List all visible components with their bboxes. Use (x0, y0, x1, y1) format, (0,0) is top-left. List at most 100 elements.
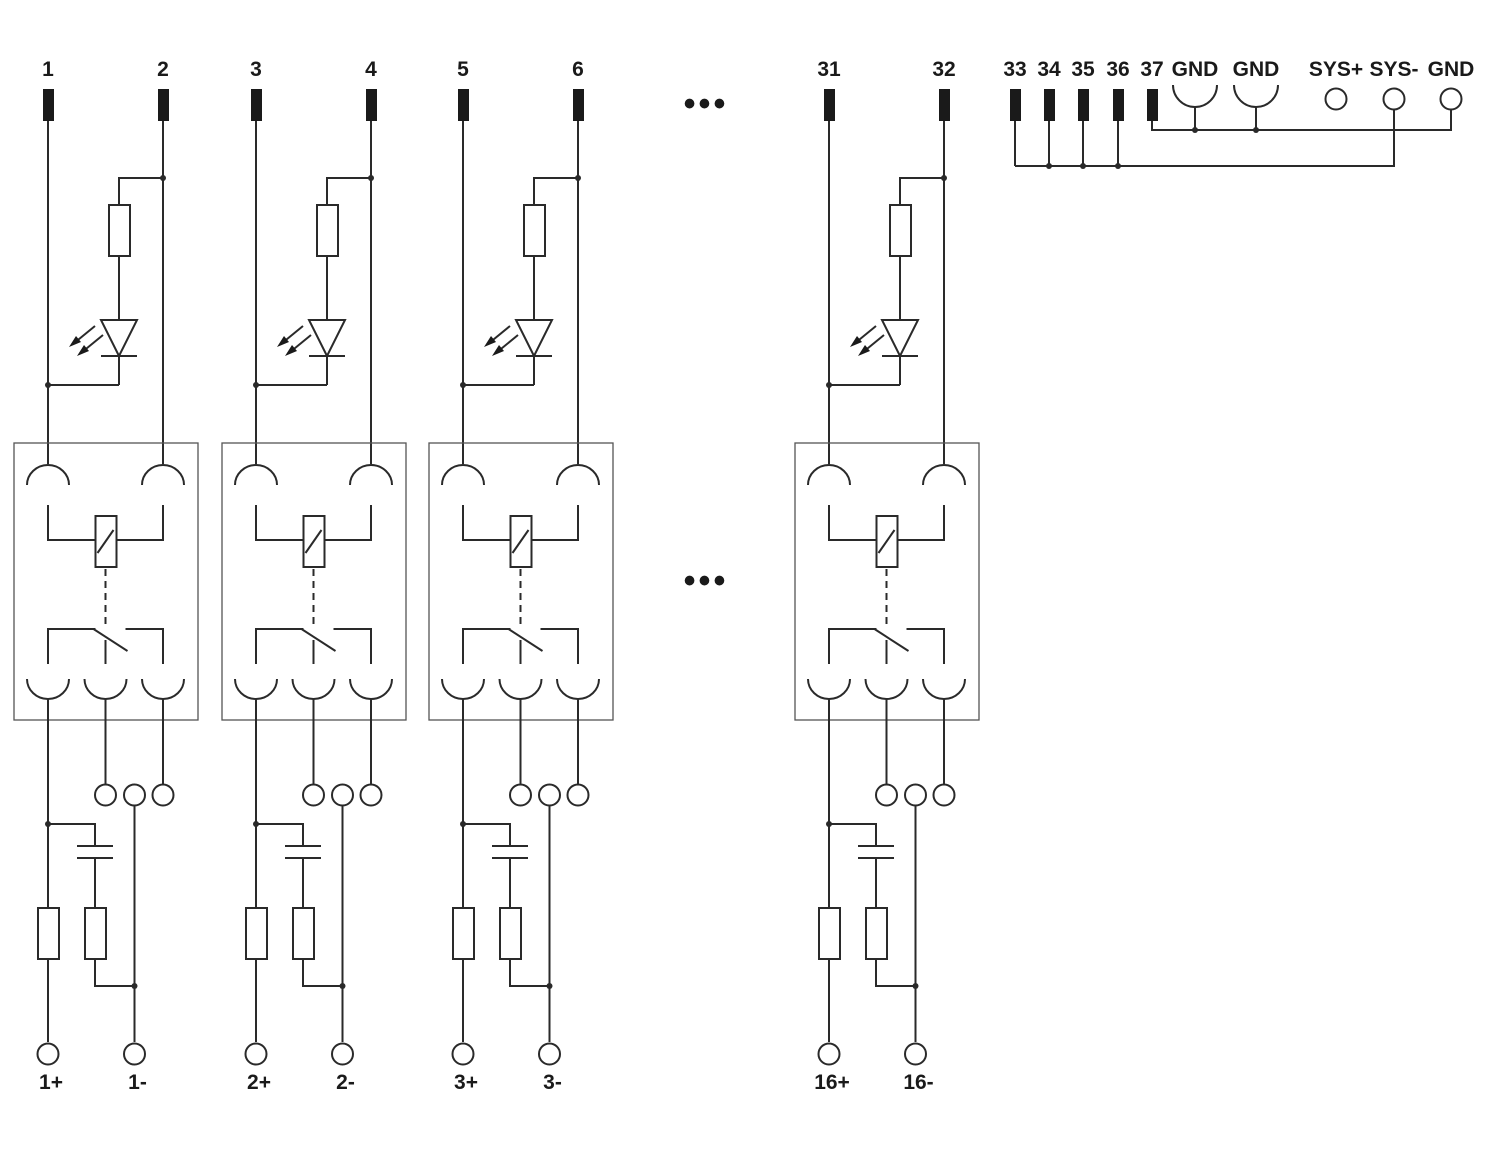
channel-3: 5 6 3+ 3- (428, 58, 614, 1094)
wire (115, 505, 164, 541)
sys-terminal-label: GND (1428, 58, 1475, 81)
resistor (292, 907, 315, 960)
pin-label: 3 (250, 58, 262, 81)
connector-pin (1078, 89, 1089, 121)
wire (533, 177, 578, 205)
connector-pin (1044, 89, 1055, 121)
switch-blade (300, 628, 337, 652)
pin-terminal (43, 89, 54, 121)
terminal-circle (538, 783, 561, 807)
arrowhead-icon (484, 336, 496, 347)
pin-terminal (366, 89, 377, 121)
pin-terminal (251, 89, 262, 121)
led-diode-icon (880, 319, 920, 359)
pin-label: 31 (817, 58, 841, 81)
pin-label: 6 (572, 58, 584, 81)
output-label-plus: 3+ (454, 1071, 478, 1094)
socket-contact (349, 678, 393, 700)
output-terminal-plus (244, 1042, 268, 1066)
contact (125, 628, 164, 664)
junction-dot (1046, 163, 1052, 169)
junction-dot (941, 175, 947, 181)
socket-contact (922, 678, 966, 700)
coil-slash (96, 529, 115, 554)
led-diode-icon (307, 319, 347, 359)
connector-pin-label: 35 (1071, 58, 1095, 81)
wire (530, 505, 579, 541)
wire (875, 959, 916, 987)
socket-contact (441, 678, 485, 700)
junction-dot (339, 983, 346, 989)
resistor (889, 204, 912, 257)
junction-dot (460, 821, 466, 827)
switch-blade (873, 628, 910, 652)
pin-label: 2 (157, 58, 169, 81)
wire (829, 823, 877, 846)
wire (828, 505, 877, 541)
connector-pin-label: 33 (1003, 58, 1026, 81)
arrowhead-icon (285, 345, 297, 356)
junction-dot (546, 983, 553, 989)
pin-label: 5 (457, 58, 469, 81)
socket-contact (556, 464, 600, 486)
wire (47, 505, 96, 541)
junction-dot (45, 382, 51, 388)
wire (509, 959, 550, 987)
arrowhead-icon (77, 345, 89, 356)
socket-contact (234, 678, 278, 700)
terminal-circle (331, 783, 354, 807)
pin-label: 1 (42, 58, 54, 81)
output-label-minus: 3- (543, 1071, 562, 1094)
terminal-circle (566, 783, 590, 807)
wire (302, 959, 343, 987)
junction-dot (826, 821, 832, 827)
terminal-circle (932, 783, 956, 807)
output-terminal-minus (123, 1042, 146, 1066)
connector-pin (1113, 89, 1124, 121)
gnd-bus (1151, 110, 1452, 131)
resistor (499, 907, 522, 960)
output-terminal-minus (538, 1042, 561, 1066)
contact (828, 628, 877, 664)
wire (463, 823, 511, 846)
coil-slash (304, 529, 323, 554)
output-label-plus: 16+ (814, 1071, 850, 1094)
gnd-label: GND (1172, 58, 1219, 81)
gnd-label: GND (1233, 58, 1280, 81)
output-terminal-plus (36, 1042, 60, 1066)
arrowhead-icon (69, 336, 81, 347)
resistor (245, 907, 268, 960)
socket-contact (922, 464, 966, 486)
wire (896, 505, 945, 541)
wire (94, 959, 135, 987)
contact (255, 628, 304, 664)
contact (462, 628, 511, 664)
connector-pin (1147, 89, 1158, 121)
sys-terminal (1382, 87, 1406, 111)
channel-4: 31 32 16+ 16- (794, 58, 980, 1094)
wire (899, 177, 944, 205)
socket-contact (349, 464, 393, 486)
connector-pin-label: 34 (1037, 58, 1061, 81)
sys-bus (1015, 110, 1395, 167)
socket-contact (864, 678, 909, 700)
switch-blade (92, 628, 129, 652)
resistor (108, 204, 131, 257)
junction-dot (912, 983, 919, 989)
output-terminal-plus (451, 1042, 475, 1066)
junction-dot (253, 382, 259, 388)
output-label-minus: 16- (903, 1071, 933, 1094)
switch-blade (507, 628, 544, 652)
connector-pin-label: 36 (1106, 58, 1129, 81)
pin-label: 32 (932, 58, 955, 81)
contact (906, 628, 945, 664)
ellipsis-middle: ••• (684, 562, 729, 600)
output-label-minus: 2- (336, 1071, 355, 1094)
junction-dot (460, 382, 466, 388)
terminal-circle (875, 783, 898, 807)
resistor (37, 907, 60, 960)
sys-terminal-label: SYS- (1369, 58, 1418, 81)
contact (47, 628, 96, 664)
